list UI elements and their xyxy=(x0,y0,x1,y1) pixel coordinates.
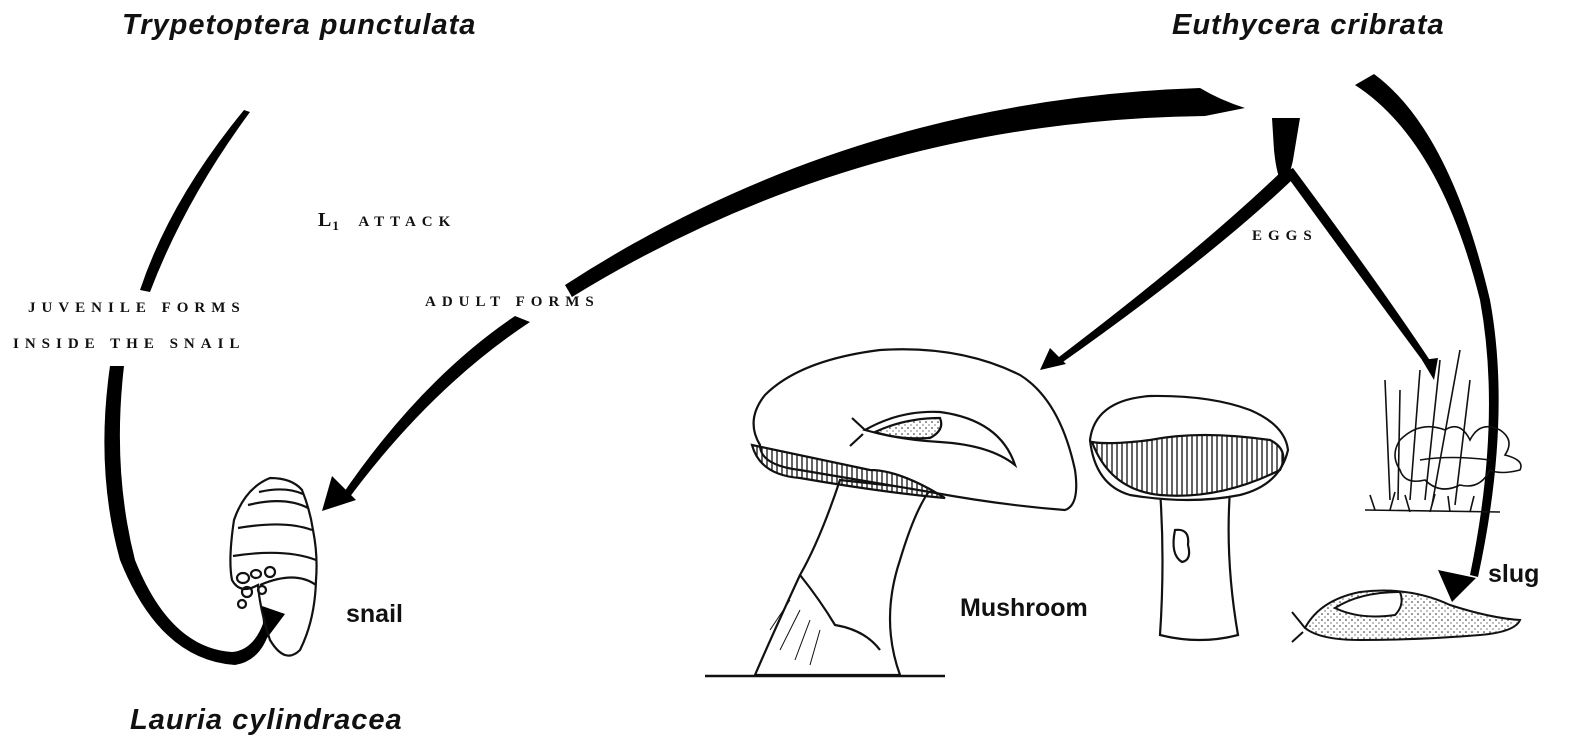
adult-forms-arc xyxy=(565,88,1245,297)
label-snail: snail xyxy=(346,600,403,629)
label-eggs: EGGS xyxy=(1252,228,1318,245)
species-label-trypetoptera: Trypetoptera punctulata xyxy=(122,8,372,42)
egg-branch-mushroom xyxy=(1055,170,1292,364)
adult-forms-arc-lower xyxy=(340,316,530,502)
label-l1-attack: L1 ATTACK xyxy=(318,209,456,234)
small-mushroom-illustration xyxy=(1090,396,1288,640)
label-juvenile-forms-line2: INSIDE THE SNAIL xyxy=(13,336,245,353)
large-mushroom-illustration xyxy=(705,349,1076,676)
label-juvenile-forms-line1: JUVENILE FORMS xyxy=(28,300,246,317)
label-mushroom: Mushroom xyxy=(960,594,1088,623)
label-slug: slug xyxy=(1488,560,1539,589)
label-attack-text: ATTACK xyxy=(358,214,456,230)
label-l1-symbol: L xyxy=(318,209,332,231)
label-adult-forms: ADULT FORMS xyxy=(425,294,600,311)
trypetoptera-cycle-arc xyxy=(140,110,250,292)
species-label-euthycera: Euthycera cribrata xyxy=(1172,8,1382,42)
egg-stem xyxy=(1272,118,1300,180)
trypetoptera-cycle-arc-lower xyxy=(104,366,272,665)
slug-arc xyxy=(1355,74,1499,577)
species-label-lauria: Lauria cylindracea xyxy=(130,703,410,737)
slug-illustration xyxy=(1292,591,1520,642)
egg-branch-plant xyxy=(1284,168,1433,368)
label-l1-subscript: 1 xyxy=(332,218,339,233)
arrowhead-to-plant xyxy=(1422,358,1438,380)
